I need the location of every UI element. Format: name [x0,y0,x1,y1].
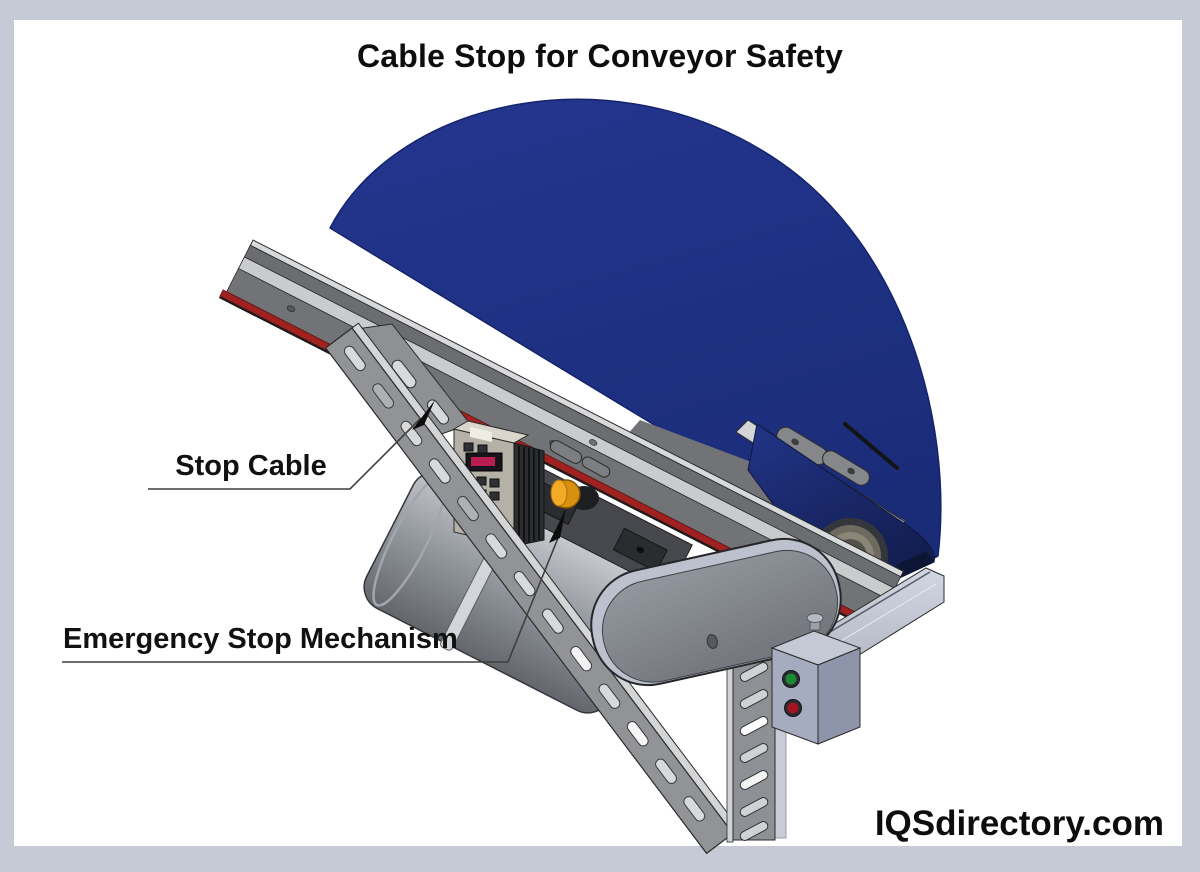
emergency-arrowhead [549,508,566,543]
callout-leaders [62,418,559,663]
stop-cable-leader [148,418,421,490]
stop-button-red [787,702,799,714]
mount-bolt [806,613,824,623]
frame-slot-plate [822,450,870,486]
stop-cable-arrowhead [412,400,435,430]
start-button-green [785,673,797,685]
support-strut-diagonal [324,322,741,855]
strut-slots [739,662,769,841]
figure-title: Cable Stop for Conveyor Safety [356,38,844,74]
frame-slot-cutout [549,440,583,464]
emergency-leader [62,537,559,663]
callout-stop-cable: Stop Cable [175,450,327,482]
callout-emergency-stop: Emergency Stop Mechanism [63,623,458,655]
control-box [770,613,862,745]
strut-slots [343,345,706,822]
frame-slot-cutout [581,456,611,478]
cable-rod [843,422,899,470]
watermark-text: IQSdirectory.com [874,804,1164,843]
